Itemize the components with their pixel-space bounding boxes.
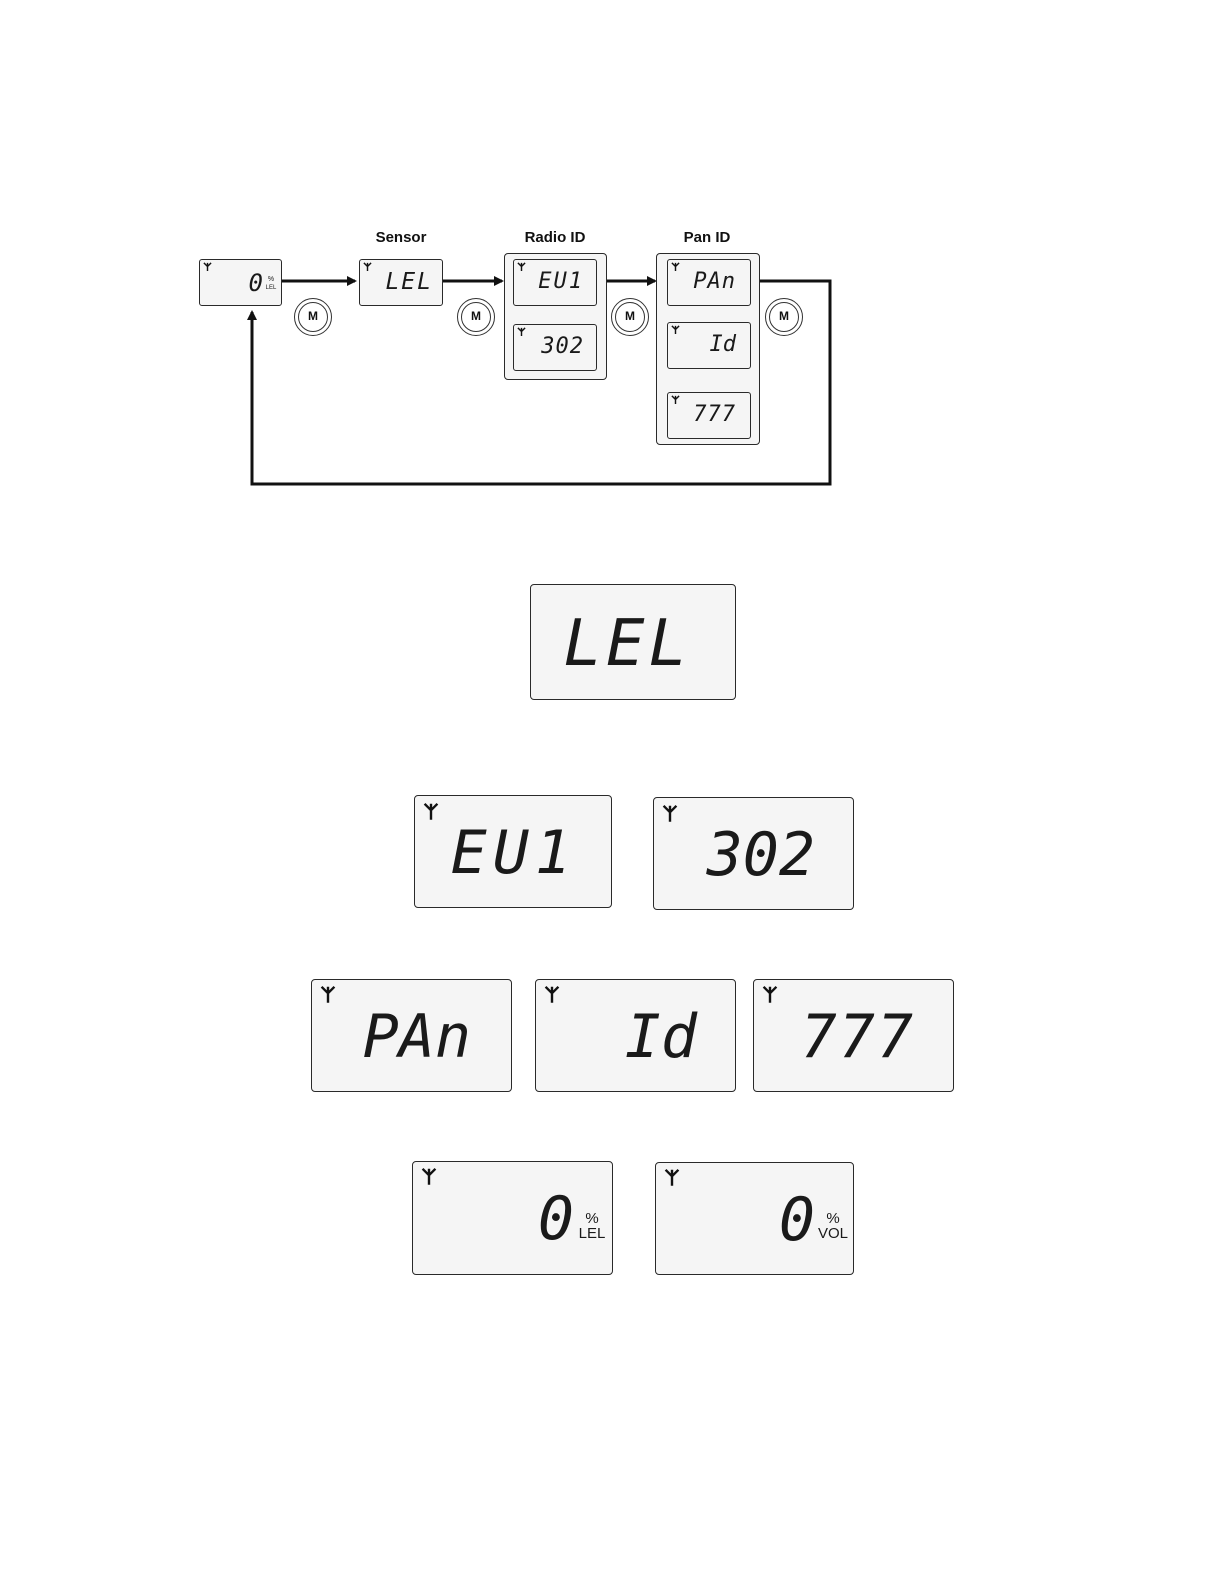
antenna-icon [662,804,678,822]
display-lel-value: LEL [563,607,691,681]
antenna-icon [671,262,680,271]
display-lel: LEL [530,584,736,700]
flow-radio-value-1: EU1 [538,269,584,294]
mode-button-label: M [295,309,331,323]
display-id: Id [535,979,736,1092]
antenna-icon [762,985,778,1003]
mode-button-3[interactable]: M [611,298,649,336]
display-pan-value: PAn [363,1002,471,1072]
antenna-icon [423,802,439,820]
flow-pan-value-2: Id [710,332,737,357]
flow-start-unit-percent: % [264,276,278,283]
display-777: 777 [753,979,954,1092]
flow-radio-id-group: EU1 302 [504,253,607,380]
antenna-icon [544,985,560,1003]
display-reading-lel-value: 0 [538,1184,574,1254]
mode-button-4[interactable]: M [765,298,803,336]
mode-button-2[interactable]: M [457,298,495,336]
display-reading-vol-unit: VOL [816,1226,850,1241]
flow-radio-display-1: EU1 [513,259,597,306]
display-id-value: Id [625,1002,697,1072]
antenna-icon [517,327,526,336]
display-reading-lel-unit-percent: % [576,1211,608,1226]
antenna-icon [517,262,526,271]
display-pan: PAn [311,979,512,1092]
mode-button-label: M [766,309,802,323]
sensor-label: Sensor [356,229,446,246]
display-eu1-value: EU1 [451,818,577,888]
antenna-icon [671,325,680,334]
antenna-icon [421,1167,437,1185]
mode-button-label: M [612,309,648,323]
flow-start-display: 0 % LEL [199,259,282,306]
flow-pan-display-2: Id [667,322,751,369]
display-302: 302 [653,797,854,910]
display-777-value: 777 [801,1002,915,1072]
antenna-icon [203,262,212,271]
antenna-icon [320,985,336,1003]
display-302-value: 302 [707,820,815,890]
display-eu1: EU1 [414,795,612,908]
mode-button-1[interactable]: M [294,298,332,336]
antenna-icon [664,1168,680,1186]
antenna-icon [363,262,372,271]
flow-start-value: 0 [249,269,263,297]
flow-sensor-value: LEL [385,269,433,295]
display-reading-vol-value: 0 [779,1185,815,1255]
flow-pan-display-1: PAn [667,259,751,306]
radio-id-label: Radio ID [505,229,605,246]
flow-radio-display-2: 302 [513,324,597,371]
flow-start-unit-lel: LEL [264,285,278,291]
flow-connectors [0,0,1224,520]
flow-pan-id-group: PAn Id 777 [656,253,760,445]
flow-pan-value-3: 777 [693,402,736,427]
flow-sensor-display: LEL [359,259,443,306]
display-reading-lel-unit: LEL [576,1226,608,1241]
display-reading-vol: 0 % VOL [655,1162,854,1275]
flow-radio-value-2: 302 [541,334,584,359]
flow-pan-value-1: PAn [693,269,736,294]
antenna-icon [671,395,680,404]
mode-button-label: M [458,309,494,323]
display-reading-vol-unit-percent: % [816,1211,850,1226]
pan-id-label: Pan ID [657,229,757,246]
display-reading-lel: 0 % LEL [412,1161,613,1275]
flow-pan-display-3: 777 [667,392,751,439]
